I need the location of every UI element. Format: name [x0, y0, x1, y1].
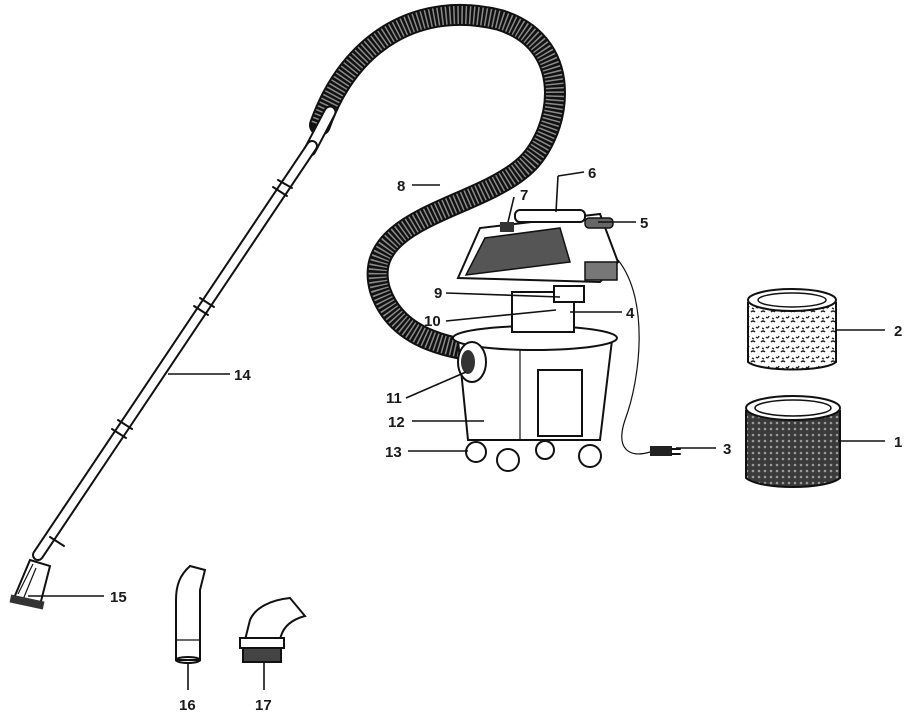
part-labels: 1 2 3 4 5 6 7 8 9 10 11 12 13 14 15 16 1… [110, 165, 902, 714]
leader-lines [28, 171, 885, 690]
utility-nozzle-drawing [239, 596, 307, 663]
floor-nozzle-drawing [9, 558, 52, 610]
part-label-4: 4 [626, 305, 635, 322]
part-label-14: 14 [234, 367, 251, 384]
part-label-6: 6 [588, 165, 596, 182]
part-label-11: 11 [386, 390, 402, 407]
wand-drawing [32, 105, 337, 561]
vacuum-drawing [452, 209, 681, 472]
part-label-8: 8 [397, 178, 405, 195]
part-label-12: 12 [388, 414, 405, 431]
part-label-17: 17 [255, 697, 272, 714]
part-label-7: 7 [520, 187, 528, 204]
hose-drawing [309, 3, 566, 361]
part-label-3: 3 [723, 441, 731, 458]
part-label-1: 1 [894, 434, 902, 451]
part-label-16: 16 [179, 697, 196, 714]
part-label-13: 13 [385, 444, 402, 461]
part-label-15: 15 [110, 589, 127, 606]
part-label-2: 2 [894, 323, 902, 340]
foam-sleeve-drawing [745, 395, 841, 488]
cartridge-filter-drawing [747, 288, 837, 371]
part-label-10: 10 [424, 313, 441, 330]
part-label-5: 5 [640, 215, 648, 232]
part-label-9: 9 [434, 285, 442, 302]
crevice-tool-drawing [175, 564, 207, 664]
